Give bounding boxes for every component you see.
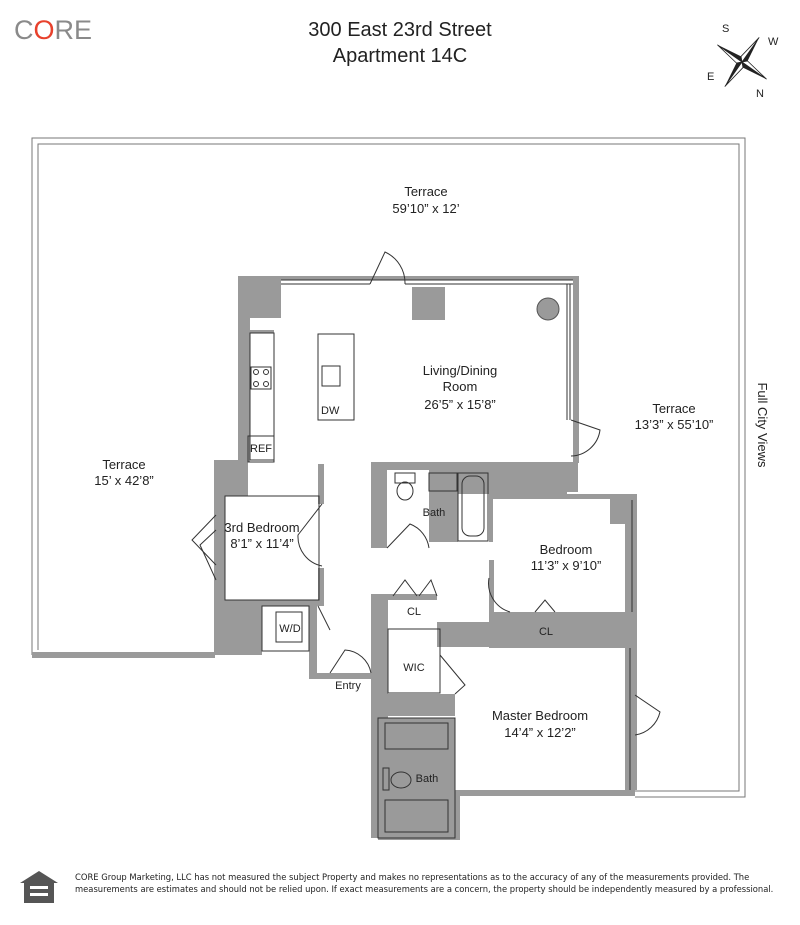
- doors: [191, 251, 661, 736]
- terrace-north-dims: 59’10” x 12’: [392, 201, 459, 216]
- third-bedroom-name: 3rd Bedroom: [224, 520, 299, 535]
- third-bedroom-dims: 8’1” x 11’4”: [230, 536, 293, 551]
- equal-housing-icon: [20, 871, 58, 903]
- bedroom-dims: 11’3” x 9’10”: [531, 558, 602, 573]
- bedroom-name: Bedroom: [540, 542, 593, 557]
- living-name-line2: Room: [443, 379, 478, 394]
- bath-label-1: Bath: [423, 507, 446, 519]
- stove-icon: [250, 366, 272, 390]
- terrace-north-name: Terrace: [404, 184, 447, 199]
- master-bedroom-name: Master Bedroom: [492, 708, 588, 723]
- entry-label: Entry: [335, 680, 361, 692]
- column-icon: [536, 297, 560, 321]
- wic-label: WIC: [403, 662, 424, 674]
- unit-title: Apartment 14C: [332, 45, 468, 67]
- compass-n: N: [756, 88, 764, 100]
- bath-label-2: Bath: [416, 773, 439, 785]
- terrace-outline: [31, 137, 746, 798]
- address-title: 300 East 23rd Street: [308, 19, 492, 41]
- ref-label: REF: [250, 443, 272, 455]
- apartment-walls: [214, 276, 637, 840]
- living-name-line1: Living/Dining: [423, 363, 497, 378]
- compass-w: W: [768, 36, 779, 48]
- full-city-views-label: Full City Views: [755, 382, 770, 468]
- cl-label-2: CL: [539, 626, 553, 638]
- master-bedroom-dims: 14’4” x 12’2”: [504, 725, 576, 740]
- core-logo: CORE: [14, 15, 93, 45]
- compass-rose-icon: [717, 37, 767, 87]
- cl-label-1: CL: [407, 606, 421, 618]
- compass-e: E: [707, 71, 714, 83]
- interior-lines: [224, 279, 633, 839]
- terrace-east-dims: 13’3” x 55’10”: [635, 417, 714, 432]
- wd-label: W/D: [279, 623, 300, 635]
- terrace-east-name: Terrace: [652, 401, 695, 416]
- terrace-west-dims: 15’ x 42’8”: [94, 473, 154, 488]
- disclaimer-text: CORE Group Marketing, LLC has not measur…: [75, 872, 774, 894]
- compass-s: S: [722, 23, 729, 35]
- terrace-west-name: Terrace: [102, 457, 145, 472]
- dw-label: DW: [321, 405, 340, 417]
- kitchen-sink-icon: [321, 365, 341, 387]
- living-dims: 26’5” x 15’8”: [424, 397, 496, 412]
